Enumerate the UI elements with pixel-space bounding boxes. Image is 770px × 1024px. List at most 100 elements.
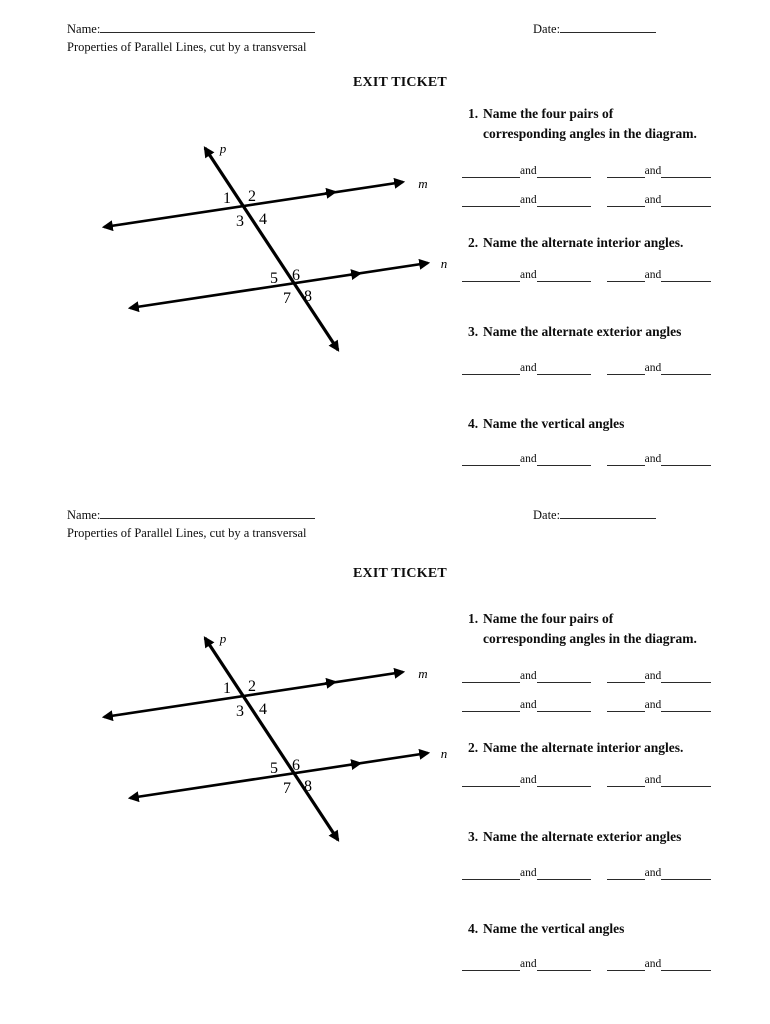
name-blank-line — [100, 506, 316, 519]
angle-number-5: 5 — [270, 270, 278, 287]
answer-blank — [462, 958, 520, 971]
question-2-number: 2. — [468, 740, 479, 755]
angle-number-3: 3 — [236, 213, 244, 230]
answer-blank — [462, 670, 520, 683]
angle-number-5: 5 — [270, 760, 278, 777]
transversal-p — [203, 636, 340, 842]
and-connector: and — [644, 958, 662, 970]
and-connector: and — [644, 194, 662, 206]
date-row: Date: — [533, 506, 657, 523]
answer-blank — [606, 699, 645, 712]
date-label: Date: — [533, 508, 561, 522]
answer-blank — [536, 194, 591, 207]
angle-number-2: 2 — [248, 678, 256, 695]
answer-blank — [536, 362, 591, 375]
question-2-text: Name the alternate interior angles. — [483, 235, 684, 250]
and-connector: and — [520, 670, 537, 682]
question-4-number: 4. — [468, 921, 479, 936]
angle-number-8: 8 — [304, 778, 312, 795]
answer-blank — [606, 774, 645, 787]
answer-blank — [536, 165, 591, 178]
question-2: 2. Name the alternate interior angles. — [465, 738, 683, 758]
angle-number-8: 8 — [304, 288, 312, 305]
answer-blank — [536, 867, 591, 880]
and-connector: and — [644, 774, 662, 786]
question-3-number: 3. — [468, 324, 479, 339]
exit-ticket-title: EXIT TICKET — [353, 566, 447, 581]
question-3-text: Name the alternate exterior angles — [483, 829, 682, 844]
angle-number-2: 2 — [248, 188, 256, 205]
answer-blank — [462, 362, 520, 375]
answer-blank — [536, 453, 591, 466]
line-label-n: n — [441, 746, 448, 761]
and-connector: and — [520, 699, 537, 711]
parallel-mark-arrow-n — [349, 269, 363, 281]
name-row: Name: — [67, 506, 316, 523]
parallel-lines-diagram: p m n 1 2 3 4 5 6 7 8 — [101, 631, 448, 842]
question-4-text: Name the vertical angles — [483, 921, 625, 936]
answer-blank — [606, 165, 645, 178]
answer-blank — [462, 165, 520, 178]
question-4-text: Name the vertical angles — [483, 416, 625, 431]
answer-blank — [661, 867, 712, 880]
questions-column: 1. Name the four pairs of corresponding … — [462, 104, 765, 484]
exit-ticket-title: EXIT TICKET — [353, 75, 447, 90]
answer-blank — [606, 453, 645, 466]
answer-row: and and — [462, 194, 712, 207]
answer-row: and and — [462, 699, 712, 712]
question-4-number: 4. — [468, 416, 479, 431]
question-1: 1. Name the four pairs of corresponding … — [465, 104, 697, 144]
answer-blank — [606, 194, 645, 207]
answer-blank — [536, 269, 591, 282]
and-connector: and — [644, 699, 662, 711]
answer-blank — [606, 867, 645, 880]
angle-number-1: 1 — [223, 680, 231, 697]
angle-number-3: 3 — [236, 703, 244, 720]
answer-blank — [462, 774, 520, 787]
answer-blank — [661, 453, 712, 466]
answer-blank — [661, 670, 712, 683]
line-n — [127, 258, 431, 313]
and-connector: and — [644, 269, 662, 281]
date-row: Date: — [533, 20, 657, 37]
answer-blank — [661, 269, 712, 282]
name-label: Name: — [67, 508, 101, 522]
parallel-mark-arrow-m — [324, 187, 338, 199]
question-1-number: 1. — [468, 611, 479, 626]
question-1-text: Name the four pairs of corresponding ang… — [483, 106, 697, 141]
answer-blank — [536, 670, 591, 683]
date-blank-line — [560, 20, 657, 33]
worksheet-subtitle: Properties of Parallel Lines, cut by a t… — [67, 40, 307, 54]
and-connector: and — [644, 867, 662, 879]
parallel-mark-arrow-m — [324, 677, 338, 689]
answer-blank — [462, 699, 520, 712]
exit-ticket-copy-2: Name: Date: Properties of Parallel Lines… — [0, 486, 770, 991]
answer-blank — [661, 958, 712, 971]
answer-blank — [462, 269, 520, 282]
angle-number-6: 6 — [292, 757, 300, 774]
and-connector: and — [644, 453, 662, 465]
date-blank-line — [560, 506, 657, 519]
name-blank-line — [100, 20, 316, 33]
and-connector: and — [644, 165, 662, 177]
questions-column: 1. Name the four pairs of corresponding … — [462, 609, 765, 989]
question-3-number: 3. — [468, 829, 479, 844]
question-2-number: 2. — [468, 235, 479, 250]
parallel-mark-arrow-n — [349, 759, 363, 771]
answer-blank — [661, 165, 712, 178]
and-connector: and — [520, 194, 537, 206]
answer-blank — [462, 194, 520, 207]
answer-blank — [606, 362, 645, 375]
transversal-p — [203, 146, 340, 352]
question-2: 2. Name the alternate interior angles. — [465, 233, 683, 253]
question-3: 3. Name the alternate exterior angles — [465, 322, 681, 342]
answer-blank — [661, 194, 712, 207]
name-label: Name: — [67, 22, 101, 36]
angle-number-1: 1 — [223, 190, 231, 207]
